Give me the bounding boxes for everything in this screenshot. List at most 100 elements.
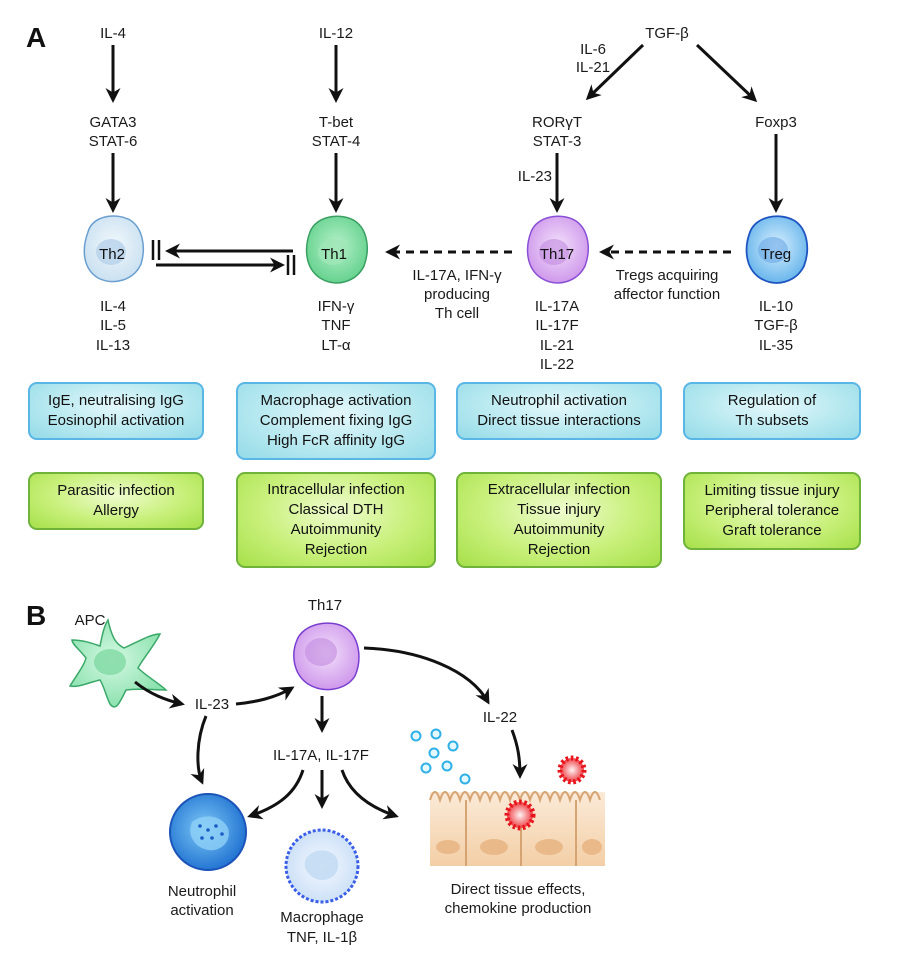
- arrow-il23-neutrophil: [190, 715, 208, 785]
- arrow-il22-tissue: [510, 729, 528, 779]
- th17-il23: IL-23: [518, 168, 552, 185]
- tissue-label-2: chemokine production: [445, 900, 592, 917]
- treg-tf-1: Foxp3: [755, 114, 797, 131]
- th1-effector-line-3: High FcR affinity IgG: [266, 432, 406, 449]
- th2-cell-label: Th2: [99, 246, 125, 263]
- treg-disease-line-3: Graft tolerance: [722, 522, 822, 539]
- th2-inducer: IL-4: [100, 25, 126, 42]
- th1-disease-line-3: Autoimmunity: [290, 521, 382, 538]
- th1-effector-line-2: Complement fixing IgG: [259, 412, 413, 429]
- th2-cytokine-2: IL-5: [100, 317, 126, 334]
- panel-b-il17: IL-17A, IL-17F: [273, 747, 369, 764]
- apc-cell: [68, 618, 168, 708]
- th1-effector-box: Macrophage activation Complement fixing …: [236, 382, 436, 460]
- th17-cell: Th17: [526, 215, 589, 284]
- treg-disease-line-2: Peripheral tolerance: [704, 502, 840, 519]
- th17-cytokine-2: IL-17F: [535, 317, 578, 334]
- plasticity-th17-th1-line-1: IL-17A, IFN-γ: [412, 267, 502, 284]
- pathogen-icon: [504, 799, 536, 831]
- th17-cytokine-1: IL-17A: [535, 298, 579, 315]
- th17-disease-line-2: Tissue injury: [517, 501, 601, 518]
- neutrophil-label-2: activation: [170, 902, 233, 919]
- th1-disease-line-2: Classical DTH: [288, 501, 384, 518]
- plasticity-th17-th1-line-3: Th cell: [435, 305, 479, 322]
- apc-label: APC: [75, 612, 106, 629]
- treg-cytokine-1: IL-10: [759, 298, 793, 315]
- th17-side-inducer-1: IL-6: [580, 41, 606, 58]
- th1-cytokine-1: IFN-γ: [318, 298, 355, 315]
- neutrophil-cell: [169, 793, 247, 871]
- th1-cell: Th1: [305, 215, 368, 284]
- th1-inducer: IL-12: [319, 25, 353, 42]
- th1-cell-label: Th1: [321, 246, 347, 263]
- th1-th2-cross-inhibition: [151, 240, 296, 275]
- th2-cytokine-1: IL-4: [100, 298, 126, 315]
- th2-disease-line-2: Allergy: [93, 502, 139, 519]
- pathogen-icon: [557, 755, 587, 785]
- plasticity-treg-th17-line-2: affector function: [614, 286, 720, 303]
- panel-b-th17-cell: [293, 622, 360, 691]
- th17-cytokine-3: IL-21: [540, 337, 574, 354]
- neutrophil-label-1: Neutrophil: [168, 883, 236, 900]
- panel-a-label: A: [26, 22, 46, 53]
- treg-disease-box: Limiting tissue injury Peripheral tolera…: [683, 472, 861, 550]
- macrophage-label-2: TNF, IL-1β: [287, 929, 358, 946]
- arrow-tgfb-foxp3: [695, 43, 758, 103]
- arrow-il17-tissue: [340, 769, 399, 820]
- treg-disease-line-1: Limiting tissue injury: [704, 482, 840, 499]
- arrow-tgfb-roryt: [585, 43, 645, 101]
- th1-cytokine-3: LT-α: [321, 337, 351, 354]
- panel-b-il22: IL-22: [483, 709, 517, 726]
- panel-b-th17-label: Th17: [308, 597, 342, 614]
- th2-tf-2: STAT-6: [89, 133, 138, 150]
- th17-disease-line-4: Rejection: [527, 541, 591, 558]
- th1-effector-line-1: Macrophage activation: [260, 392, 412, 409]
- tgf-beta-inducer: TGF-β: [645, 25, 689, 42]
- th17-disease-line-3: Autoimmunity: [513, 521, 605, 538]
- treg-cytokine-2: TGF-β: [754, 317, 798, 334]
- plasticity-treg-th17-line-1: Tregs acquiring: [616, 267, 719, 284]
- th17-effector-line-2: Direct tissue interactions: [477, 412, 641, 429]
- plasticity-th17-th1-line-2: producing: [424, 286, 490, 303]
- arrow-apc-il23: [134, 680, 185, 709]
- arrow-il23-th17: [235, 686, 295, 706]
- th17-effector-line-1: Neutrophil activation: [491, 392, 627, 409]
- th2-effector-box: IgE, neutralising IgG Eosinophil activat…: [28, 382, 204, 440]
- macrophage-cell: [284, 828, 360, 904]
- treg-effector-line-1: Regulation of: [727, 392, 817, 409]
- th17-cytokine-4: IL-22: [540, 356, 574, 373]
- th1-tf-1: T-bet: [319, 114, 354, 131]
- th17-tf-1: RORγT: [532, 114, 582, 131]
- arrow-il17-neutrophil: [247, 769, 305, 820]
- th17-effector-box: Neutrophil activation Direct tissue inte…: [456, 382, 662, 440]
- treg-effector-line-2: Th subsets: [735, 412, 809, 429]
- th1-cytokine-2: TNF: [321, 317, 350, 334]
- th2-effector-line-1: IgE, neutralising IgG: [48, 392, 184, 409]
- epithelial-tissue: [429, 791, 605, 866]
- th17-tf-2: STAT-3: [533, 133, 582, 150]
- tissue-label-1: Direct tissue effects,: [451, 881, 586, 898]
- th17-disease-line-1: Extracellular infection: [487, 481, 631, 498]
- panel-b-il23: IL-23: [195, 696, 229, 713]
- treg-cell: Treg: [745, 215, 809, 284]
- th2-effector-line-2: Eosinophil activation: [47, 412, 185, 429]
- th17-side-inducer-2: IL-21: [576, 59, 610, 76]
- th2-disease-box: Parasitic infection Allergy: [28, 472, 204, 530]
- treg-cytokine-3: IL-35: [759, 337, 793, 354]
- th1-disease-line-1: Intracellular infection: [267, 481, 405, 498]
- th1-tf-2: STAT-4: [312, 133, 361, 150]
- arrow-th17-il22: [363, 646, 490, 705]
- th17-cell-label: Th17: [540, 246, 574, 263]
- treg-cell-label: Treg: [761, 246, 791, 263]
- chemokine-droplets: [410, 728, 471, 785]
- th1-disease-line-4: Rejection: [304, 541, 368, 558]
- th2-tf-1: GATA3: [90, 114, 137, 131]
- macrophage-label-1: Macrophage: [280, 909, 363, 926]
- th2-disease-line-1: Parasitic infection: [57, 482, 175, 499]
- th2-cell: Th2: [83, 215, 144, 283]
- th1-disease-box: Intracellular infection Classical DTH Au…: [236, 472, 436, 568]
- th2-cytokine-3: IL-13: [96, 337, 130, 354]
- treg-effector-box: Regulation of Th subsets: [683, 382, 861, 440]
- panel-b-label: B: [26, 600, 46, 631]
